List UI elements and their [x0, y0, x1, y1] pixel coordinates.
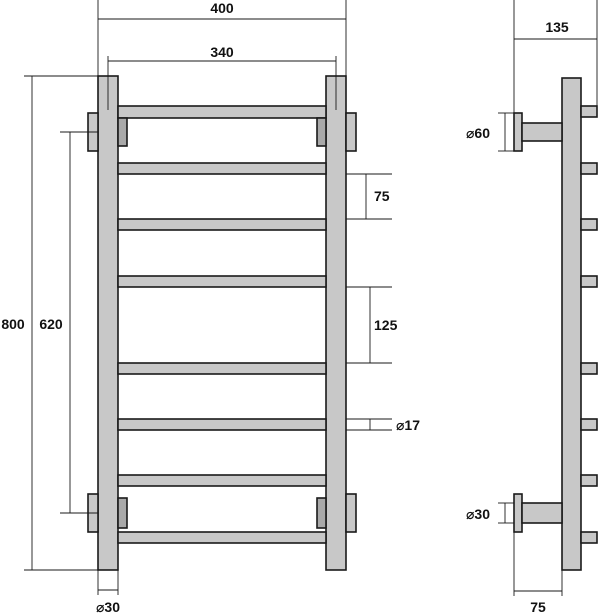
rung	[117, 105, 327, 119]
dim-label-rung-gap-large: 125	[374, 317, 398, 333]
rung	[117, 162, 327, 175]
side-post	[561, 77, 582, 571]
dim-label-overall-width: 400	[210, 0, 234, 16]
rung-stub	[580, 275, 598, 288]
dim-label-post-diameter: ⌀30	[96, 599, 120, 615]
rungs	[117, 105, 327, 544]
rung	[117, 218, 327, 231]
rung	[117, 275, 327, 288]
mount-block-bottom-left	[117, 497, 128, 529]
side-flange-top	[513, 112, 523, 152]
rung-stub	[580, 531, 598, 544]
rung-stub	[580, 474, 598, 487]
dim-rung-gap-large: 125	[346, 286, 398, 364]
dim-label-side-depth: 135	[545, 19, 569, 35]
rung	[117, 474, 327, 487]
dim-label-pipe-diameter: ⌀30	[466, 506, 490, 522]
rung-stub	[580, 218, 598, 231]
side-pipe-bottom	[521, 502, 563, 524]
dim-mount-spacing: 620	[39, 131, 98, 514]
dim-offset: 75	[513, 532, 563, 615]
side-flange-bottom	[513, 493, 523, 533]
rung-stub	[580, 162, 598, 175]
rung	[117, 531, 327, 544]
dim-pipe-diameter: ⌀30	[466, 502, 514, 524]
dim-inner-width: 340	[107, 44, 337, 110]
dim-side-depth: 135	[513, 0, 598, 113]
dim-overall-height: 800	[1, 75, 98, 571]
mount-block-top-right	[316, 117, 327, 147]
dim-label-mount-spacing: 620	[39, 316, 63, 332]
dim-label-overall-height: 800	[1, 316, 25, 332]
side-rung-stubs	[580, 105, 598, 544]
rung-stub	[580, 362, 598, 375]
dim-post-diameter: ⌀30	[96, 570, 120, 615]
right-post	[325, 75, 347, 571]
front-view: 400 340 800 620 75	[1, 0, 420, 615]
mount-block-top-left	[117, 117, 128, 147]
side-view: 135 ⌀60 ⌀30 75	[466, 0, 598, 615]
rung	[117, 362, 327, 375]
mount-block-bottom-right	[316, 497, 327, 529]
dim-label-rung-diameter: ⌀17	[396, 417, 420, 433]
dim-label-rung-gap-small: 75	[374, 188, 390, 204]
rung-stub	[580, 418, 598, 431]
dim-overall-width: 400	[97, 0, 347, 110]
dim-label-offset: 75	[530, 599, 546, 615]
rung-stub	[580, 105, 598, 118]
side-pipe-top	[521, 122, 563, 142]
dim-rung-gap-small: 75	[346, 173, 392, 220]
mount-flange-top-right	[345, 112, 357, 152]
rung	[117, 418, 327, 431]
dim-rung-diameter: ⌀17	[346, 417, 420, 433]
dim-label-inner-width: 340	[210, 44, 234, 60]
left-post	[97, 75, 119, 571]
dim-flange-diameter: ⌀60	[466, 112, 514, 152]
dim-label-flange-diameter: ⌀60	[466, 125, 490, 141]
mount-flange-bottom-right	[345, 493, 357, 533]
mount-brackets	[87, 112, 357, 533]
